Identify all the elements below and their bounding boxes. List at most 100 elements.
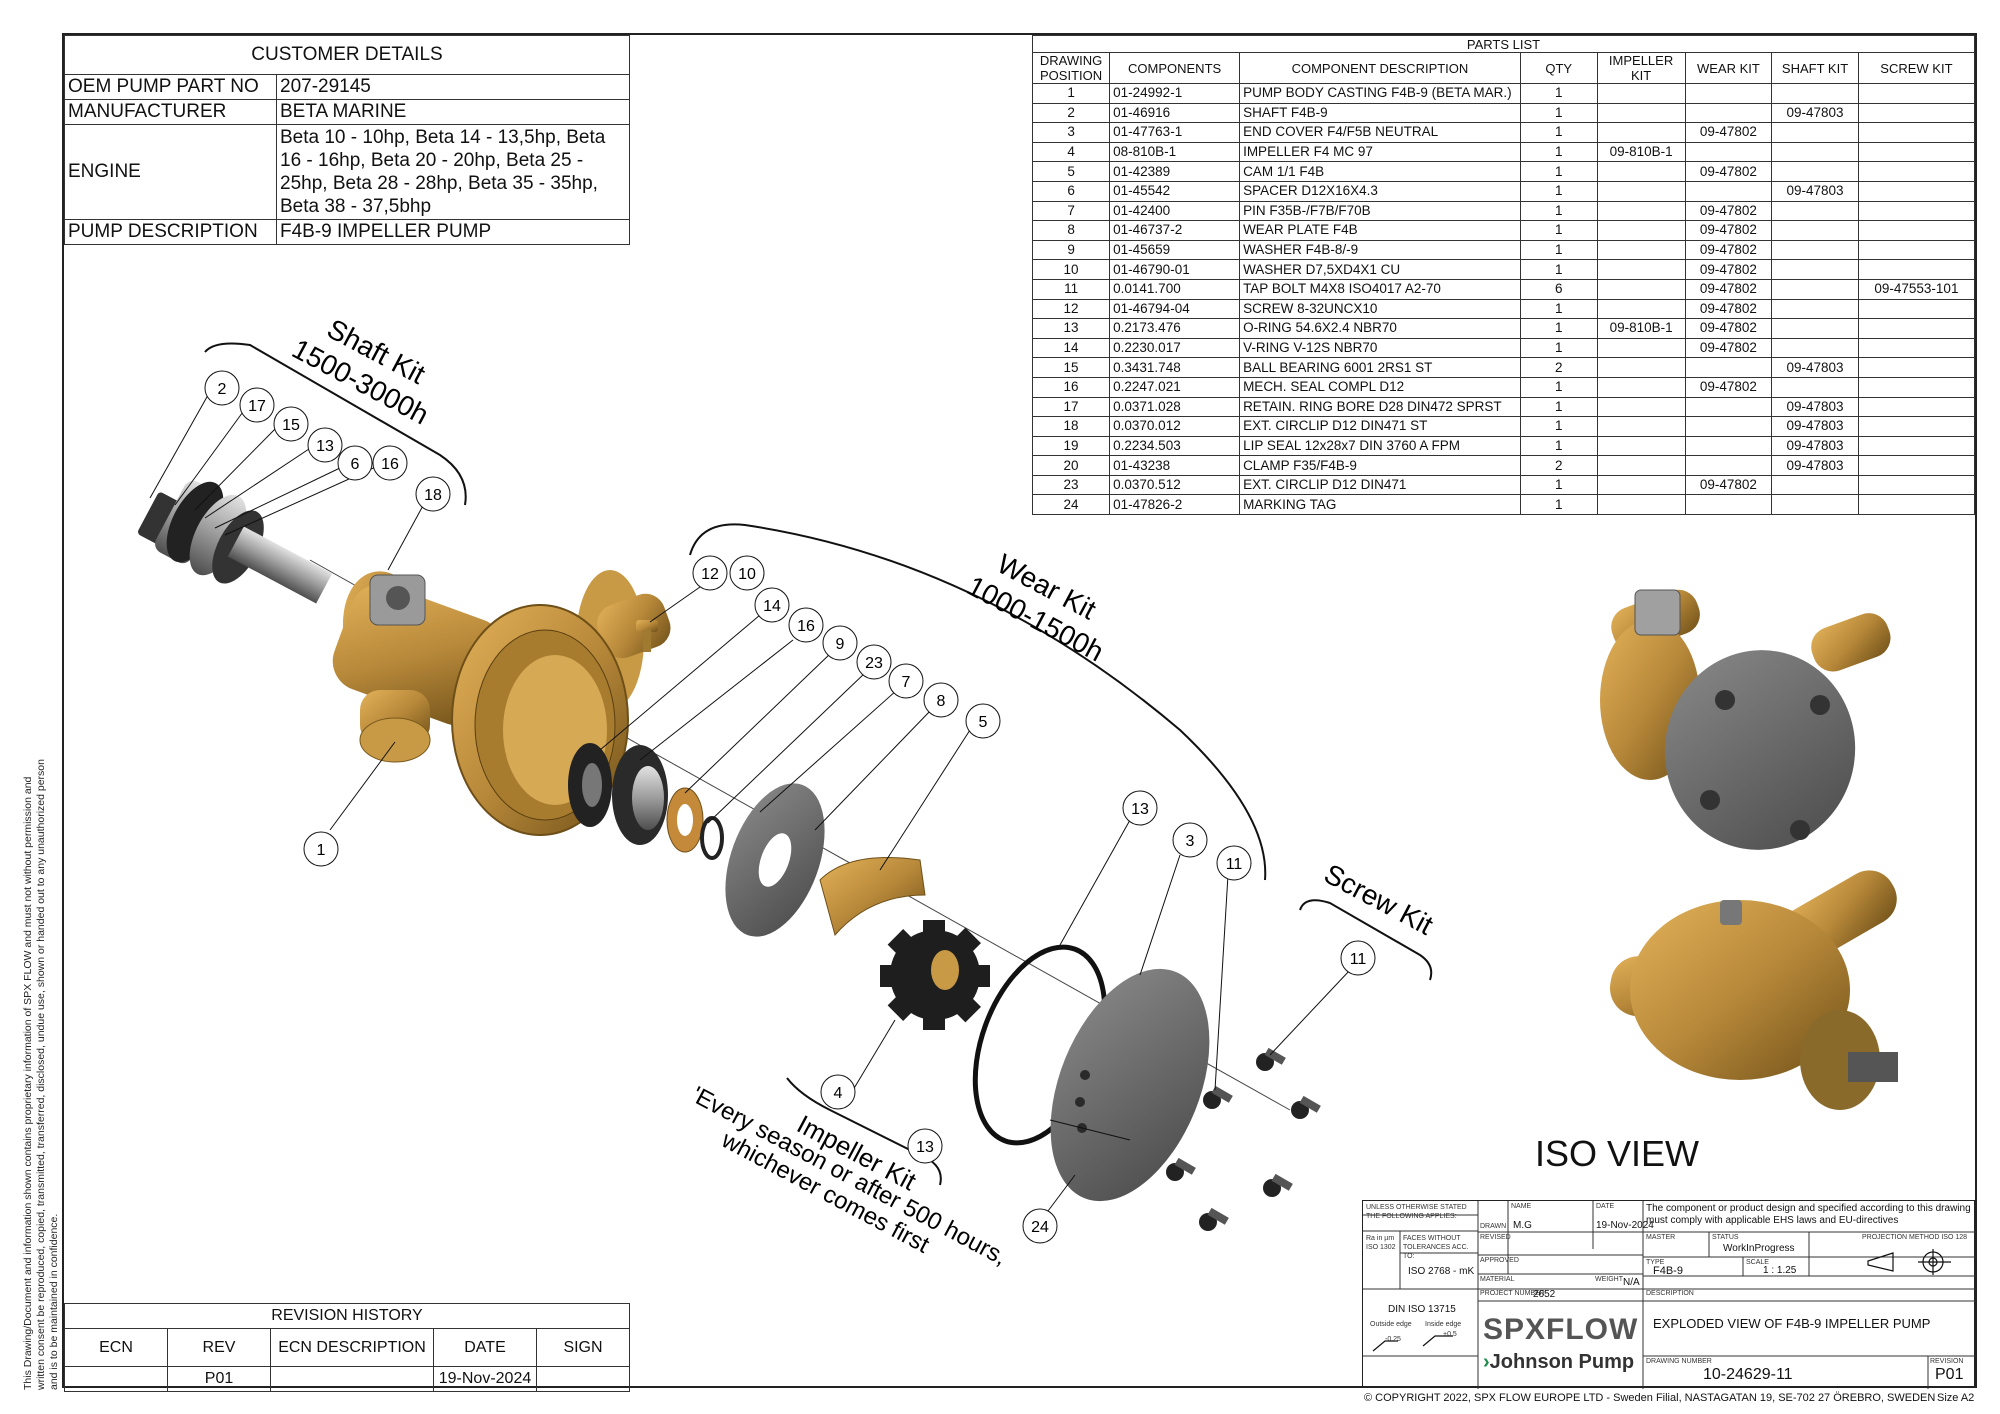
tb-revised: REVISED (1480, 1234, 1511, 1241)
balloon: 10 (729, 555, 765, 591)
balloon-label: 6 (351, 456, 360, 473)
balloon: 16 (372, 445, 408, 481)
balloon: 5 (965, 703, 1001, 739)
rev-date: 19-Nov-2024 (433, 1366, 537, 1392)
balloon: 13 (307, 427, 343, 463)
balloon-label: 16 (381, 456, 399, 473)
balloon: 6 (337, 445, 373, 481)
tb-project: 2652 (1533, 1289, 1556, 1300)
parts-cell: 16 (1031, 376, 1111, 398)
tb-faces: FACES WITHOUT TOLERANCES ACC. TO: (1403, 1235, 1469, 1260)
screw-kit-bracket (1299, 899, 1433, 981)
balloon-label: 13 (1131, 801, 1149, 818)
tb-scale: 1 : 1.25 (1763, 1265, 1797, 1276)
balloon-label: 18 (424, 487, 442, 504)
parts-cell: 0.2247.021 (1109, 376, 1241, 398)
parts-cell: IMPELLER F4 MC 97 (1239, 141, 1521, 163)
impeller-note-1: 'Every season or after 500 hours, (687, 1081, 1011, 1270)
balloon-label: 8 (937, 693, 946, 710)
tb-weight: WEIGHT (1595, 1276, 1623, 1283)
rev-rev: P01 (167, 1366, 271, 1392)
parts-cell: 0.0141.700 (1109, 278, 1241, 300)
rev-header-desc: ECN DESCRIPTION (270, 1328, 434, 1367)
parts-cell: 1 (1519, 494, 1598, 516)
parts-cell: 01-43238 (1109, 455, 1241, 476)
tb-revision-label: REVISION (1930, 1358, 1964, 1365)
balloon: 11 (1216, 845, 1252, 881)
impeller-kit-bracket (786, 1077, 942, 1186)
parts-cell: 17 (1031, 396, 1111, 418)
parts-cell: 01-47826-2 (1109, 494, 1241, 516)
rev-header-date: DATE (433, 1328, 537, 1367)
oem-value: 207-29145 (276, 74, 630, 100)
parts-cell: 09-47803 (1771, 357, 1859, 378)
parts-cell: EXT. CIRCLIP D12 DIN471 ST (1239, 416, 1521, 437)
balloon-label: 9 (836, 636, 845, 653)
parts-cell: 09-47803 (1771, 396, 1859, 418)
pump-desc-label: PUMP DESCRIPTION (64, 219, 277, 245)
end-cover (1050, 968, 1210, 1202)
drawing-frame (62, 33, 1977, 1388)
parts-header-cell: SHAFT KIT (1771, 52, 1859, 84)
parts-cell (1596, 494, 1686, 516)
parts-cell: 09-47802 (1684, 376, 1773, 398)
balloon: 23 (856, 644, 892, 680)
balloons: 2 17 15 13 6 16 18 1 12 10 14 16 9 23 7 … (204, 370, 1376, 1244)
tb-disclaimer: The component or product design and spec… (1646, 1203, 1971, 1226)
tb-in-val: +0.5 (1443, 1331, 1457, 1338)
parts-cell: PIN F35B-/F7B/F70B (1239, 200, 1521, 222)
tb-iso2768: ISO 2768 - mK (1408, 1266, 1475, 1277)
pump-desc-value: F4B-9 IMPELLER PUMP (276, 219, 630, 245)
balloon: 13 (1122, 790, 1158, 826)
iso-view-top (1600, 589, 1891, 850)
engine-label: ENGINE (64, 124, 277, 220)
oem-label: OEM PUMP PART NO (64, 74, 277, 100)
tb-out-val: -0.25 (1385, 1336, 1401, 1343)
tb-status-label: STATUS (1712, 1234, 1739, 1241)
balloon: 3 (1172, 822, 1208, 858)
parts-cell: 0.3431.748 (1109, 357, 1241, 378)
title-block: UNLESS OTHERWISE STATED THE FOLLOWING AP… (1362, 1200, 1976, 1389)
parts-cell: 01-24992-1 (1109, 83, 1241, 104)
parts-cell: V-RING V-12S NBR70 (1239, 337, 1521, 359)
parts-cell: 0.2230.017 (1109, 337, 1241, 359)
tap-bolts (1166, 1047, 1321, 1231)
title-block-grid (1363, 1201, 1976, 1389)
parts-cell: PUMP BODY CASTING F4B-9 (BETA MAR.) (1239, 83, 1521, 104)
tb-approved: APPROVED (1480, 1257, 1519, 1264)
parts-cell: 09-47802 (1684, 337, 1773, 359)
tb-outside: Outside edge (1370, 1321, 1412, 1328)
parts-cell: END COVER F4/F5B NEUTRAL (1239, 122, 1521, 143)
tb-revision: P01 (1935, 1366, 1964, 1383)
balloon: 11 (1340, 940, 1376, 976)
rev-desc (270, 1366, 434, 1392)
tb-project-label: PROJECT NUMBER (1480, 1290, 1545, 1297)
parts-cell: 09-47803 (1771, 455, 1859, 476)
parts-cell: 01-47763-1 (1109, 122, 1241, 143)
balloon-label: 23 (865, 655, 883, 672)
wear-kit-bracket (689, 523, 1267, 881)
screw-kit-label: Screw Kit (1319, 858, 1438, 941)
balloon: 16 (788, 607, 824, 643)
leader-lines (149, 387, 1351, 1216)
balloon-label: 10 (738, 566, 756, 583)
balloon-label: 4 (834, 1085, 843, 1102)
balloon: 14 (754, 587, 790, 623)
balloon-label: 2 (218, 381, 227, 398)
parts-cell: 10 (1031, 259, 1111, 280)
johnson-pump-text: Johnson Pump (1489, 1351, 1635, 1373)
balloon-label: 13 (916, 1139, 934, 1156)
rev-sign (536, 1366, 630, 1392)
tb-type: F4B-9 (1653, 1265, 1683, 1277)
impeller (880, 920, 990, 1030)
iso-view-bottom (1609, 870, 1898, 1110)
johnson-pump-logo: ›Johnson Pump (1483, 1351, 1635, 1373)
